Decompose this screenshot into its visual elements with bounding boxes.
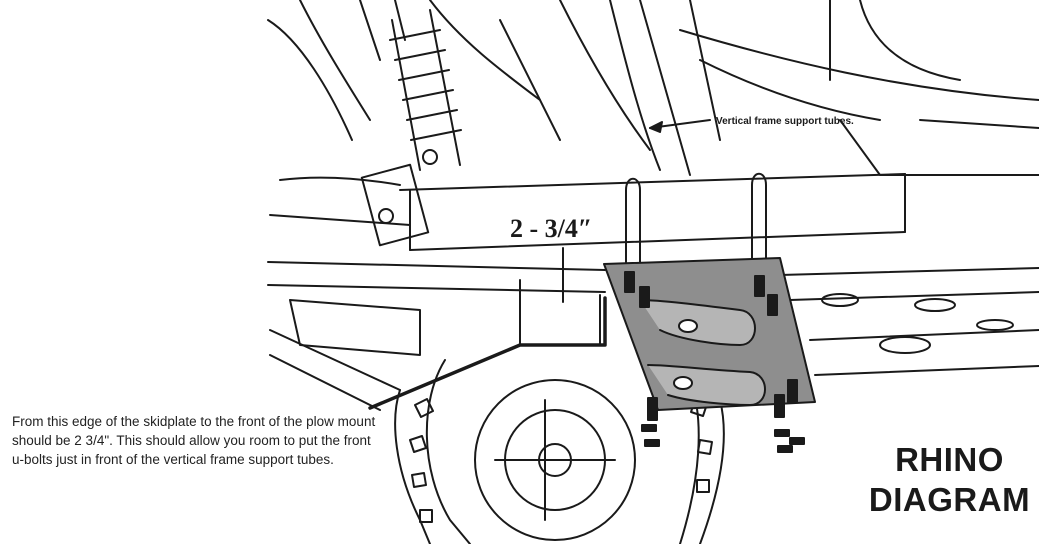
vertical-support-tubes [625,172,767,266]
main-frame-member [399,173,906,251]
title-line-2: DIAGRAM [868,481,1031,518]
skidplate [603,257,816,411]
instruction-note: From this edge of the skidplate to the f… [12,414,376,467]
diagram-title: RHINO DIAGRAM [860,440,1039,520]
note-leader-line [368,296,607,410]
skidplate-bolts [624,271,805,453]
dimension-label: 2 - 3/4″ [510,214,592,243]
title-line-1: RHINO [895,441,1004,478]
upper-frame-lines [267,0,1039,226]
callout-label: Vertical frame support tubes. [716,116,854,127]
shock-absorber [360,9,462,247]
callout-leader-arrow [649,119,711,133]
